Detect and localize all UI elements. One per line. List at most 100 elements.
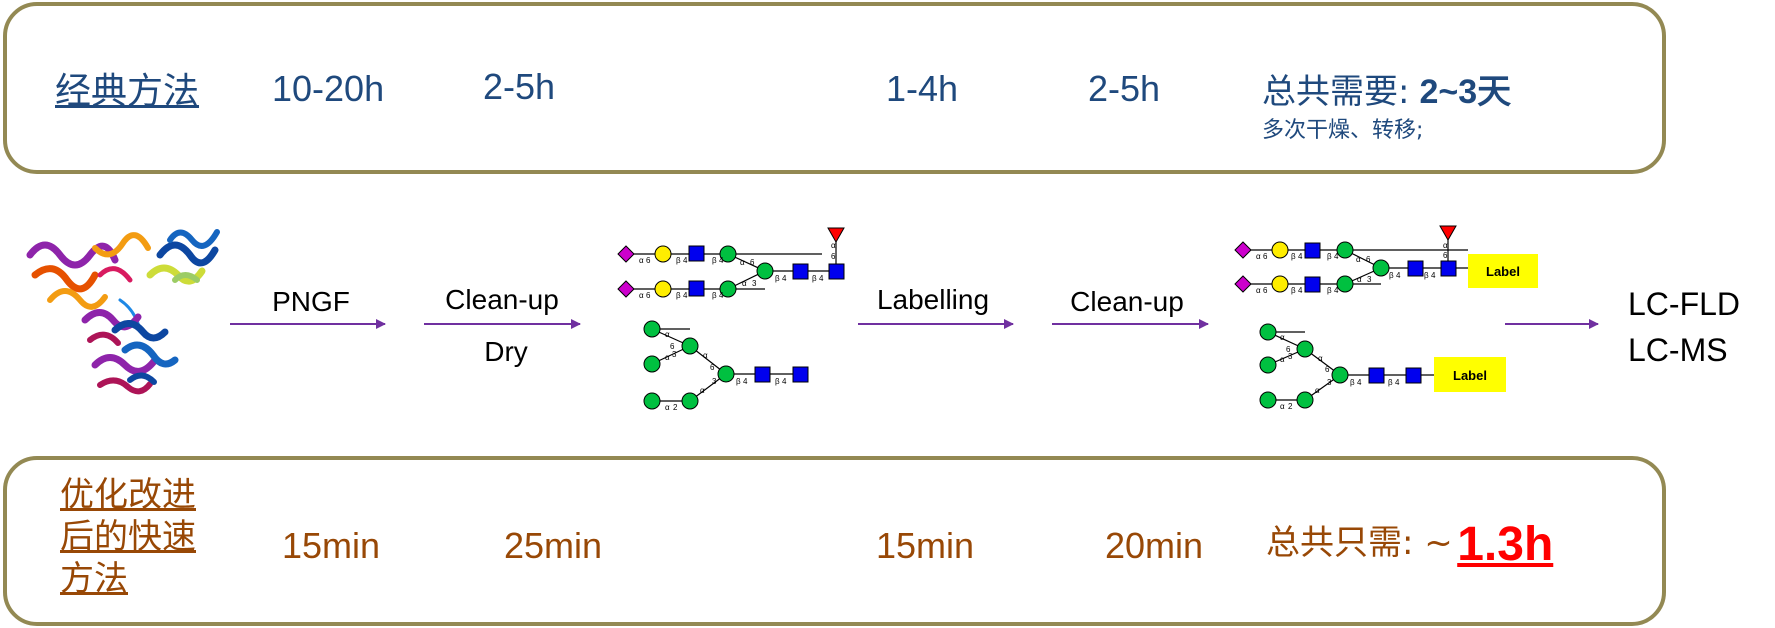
svg-text:6: 6: [831, 252, 836, 261]
label-tag: [1468, 254, 1538, 288]
step-cleanup2-label: Clean-up: [1070, 286, 1184, 317]
classic-time-labelling: 1-4h: [886, 68, 959, 109]
classic-total: 总共需要: 2~3天: [1262, 64, 1511, 113]
classic-time-cleanup: 2-5h: [483, 66, 556, 107]
svg-text:4: 4: [719, 291, 724, 300]
svg-text:3: 3: [1327, 378, 1332, 387]
svg-text:α: α: [665, 330, 670, 339]
svg-text:β: β: [1291, 252, 1296, 261]
svg-text:2: 2: [673, 403, 678, 412]
svg-text:6: 6: [1286, 345, 1291, 354]
svg-text:α: α: [1256, 252, 1261, 261]
optimized-time-labelling: 15min: [876, 525, 975, 566]
svg-text:α: α: [1280, 402, 1285, 411]
svg-text:4: 4: [1298, 286, 1303, 295]
svg-text:α: α: [1356, 255, 1361, 264]
svg-text:α: α: [1280, 355, 1285, 364]
step-cleanup-label: Clean-up: [445, 284, 559, 315]
svg-text:β: β: [1350, 378, 1355, 387]
svg-text:6: 6: [1263, 252, 1268, 261]
svg-text:β: β: [1424, 271, 1429, 280]
step-pngf-label: PNGF: [272, 286, 350, 317]
svg-text:β: β: [775, 377, 780, 386]
step-labelling-label: Labelling: [876, 284, 990, 315]
svg-text:β: β: [1291, 286, 1296, 295]
svg-text:4: 4: [743, 377, 748, 386]
svg-text:4: 4: [1334, 252, 1339, 261]
svg-text:β: β: [1327, 252, 1332, 261]
optimized-time-cleanup2: 20min: [1105, 525, 1204, 566]
optimized-time-cleanup: 25min: [504, 525, 603, 566]
label-tag-text: Label: [1486, 264, 1520, 279]
svg-text:α: α: [1315, 386, 1320, 395]
optimized-total: 总共只需: ~ 1.3h: [1266, 515, 1553, 572]
classic-method-panel: [3, 2, 1666, 174]
svg-text:α: α: [1256, 286, 1261, 295]
svg-text:α: α: [831, 241, 836, 250]
svg-text:3: 3: [672, 350, 677, 359]
svg-text:β: β: [676, 291, 681, 300]
svg-text:4: 4: [1395, 378, 1400, 387]
svg-text:β: β: [712, 291, 717, 300]
svg-text:α: α: [639, 256, 644, 265]
output-lc-fld: LC-FLD: [1628, 286, 1741, 322]
svg-text:3: 3: [1367, 275, 1372, 284]
optimized-total-value: 1.3h: [1457, 518, 1554, 571]
svg-text:4: 4: [683, 256, 688, 265]
svg-text:α: α: [1443, 241, 1448, 250]
svg-text:α: α: [703, 351, 708, 360]
svg-text:α: α: [1357, 275, 1362, 284]
svg-text:4: 4: [1298, 252, 1303, 261]
svg-text:6: 6: [750, 258, 755, 267]
svg-text:α: α: [1318, 354, 1323, 363]
svg-text:β: β: [775, 274, 780, 283]
svg-text:4: 4: [782, 377, 787, 386]
svg-text:3: 3: [752, 279, 757, 288]
output-lc-ms: LC-MS: [1628, 332, 1728, 368]
svg-text:β: β: [676, 256, 681, 265]
svg-text:β: β: [712, 256, 717, 265]
svg-text:6: 6: [646, 256, 651, 265]
svg-text:4: 4: [683, 291, 688, 300]
svg-text:4: 4: [1396, 271, 1401, 280]
svg-text:α: α: [639, 291, 644, 300]
optimized-title-line2: 后的快速: [60, 517, 196, 557]
svg-text:β: β: [1389, 271, 1394, 280]
classic-method-title[interactable]: 经典方法: [55, 71, 200, 112]
svg-text:β: β: [736, 377, 741, 386]
classic-time-pngf: 10-20h: [272, 68, 385, 109]
svg-text:α: α: [742, 279, 747, 288]
svg-text:4: 4: [1431, 271, 1436, 280]
svg-text:4: 4: [1357, 378, 1362, 387]
classic-total-value: 2~3天: [1419, 73, 1512, 111]
svg-text:4: 4: [719, 256, 724, 265]
optimized-title-line3: 方法: [60, 559, 128, 599]
svg-text:3: 3: [1288, 352, 1293, 361]
svg-text:β: β: [1327, 286, 1332, 295]
label-tag-text: Label: [1453, 368, 1487, 383]
svg-text:6: 6: [1263, 286, 1268, 295]
classic-total-label: 总共需要:: [1262, 72, 1410, 112]
optimized-total-label: 总共只需: ~: [1266, 523, 1453, 563]
svg-text:6: 6: [670, 342, 675, 351]
svg-text:α: α: [700, 386, 705, 395]
classic-note: 多次干燥、转移;: [1262, 118, 1424, 143]
svg-text:6: 6: [1325, 365, 1330, 374]
optimized-time-pngf: 15min: [282, 525, 381, 566]
svg-text:6: 6: [1443, 251, 1448, 260]
svg-text:4: 4: [819, 274, 824, 283]
svg-text:4: 4: [1334, 286, 1339, 295]
svg-text:β: β: [1388, 378, 1393, 387]
glycoprotein-icon: [26, 229, 220, 395]
step-dry-label: Dry: [484, 336, 528, 367]
svg-text:3: 3: [712, 377, 717, 386]
svg-text:α: α: [665, 353, 670, 362]
optimized-method-title[interactable]: 优化改进 后的快速 方法: [60, 474, 196, 600]
svg-text:β: β: [812, 274, 817, 283]
